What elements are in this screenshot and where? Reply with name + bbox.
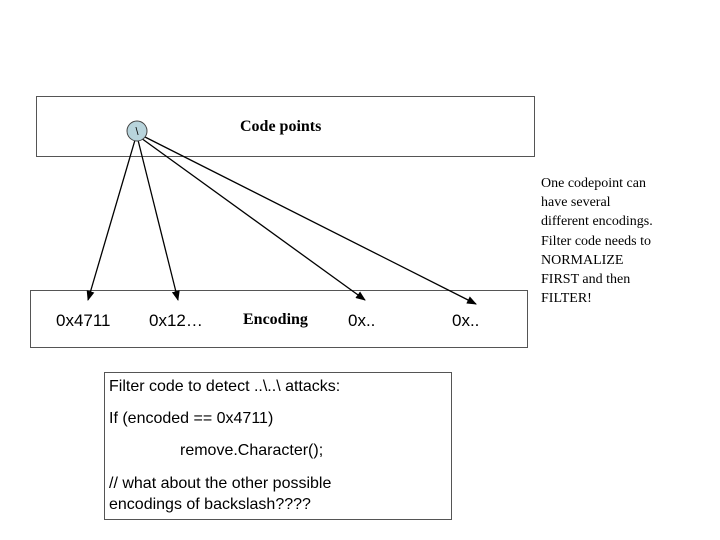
code-points-box bbox=[36, 96, 535, 157]
note-line: have several bbox=[541, 195, 611, 211]
arrow-to-0x4711 bbox=[86, 139, 136, 301]
code-points-title: Code points bbox=[240, 118, 322, 135]
encoding-box bbox=[30, 290, 528, 348]
arrow-to-0x-fourth bbox=[142, 135, 477, 305]
explanation-note: One codepoint can have several different… bbox=[541, 174, 681, 308]
note-line: NORMALIZE bbox=[541, 252, 624, 268]
note-line: FIRST and then bbox=[541, 272, 631, 288]
arrow-to-0x12 bbox=[137, 139, 180, 301]
note-line: FILTER! bbox=[541, 291, 592, 307]
filter-heading: Filter code to detect ..\..\ attacks: bbox=[109, 378, 341, 395]
arrow-to-0x-third bbox=[140, 137, 366, 301]
encoding-value-third: 0x.. bbox=[348, 311, 376, 330]
encoding-value-0x4711: 0x4711 bbox=[56, 311, 111, 330]
encoding-value-fourth: 0x.. bbox=[452, 311, 480, 330]
code-point-node-label: \ bbox=[135, 126, 139, 138]
filter-condition: If (encoded == 0x4711) bbox=[109, 410, 274, 427]
encoding-title: Encoding bbox=[243, 311, 308, 328]
filter-comment-line2: encodings of backslash???? bbox=[109, 496, 311, 513]
filter-comment-line1: // what about the other possible bbox=[109, 475, 332, 492]
note-line: Filter code needs to bbox=[541, 233, 652, 249]
note-line: different encodings. bbox=[541, 214, 653, 230]
filter-action: remove.Character(); bbox=[180, 442, 324, 459]
filter-code-box bbox=[104, 372, 452, 520]
code-point-node bbox=[126, 120, 148, 142]
encoding-value-0x12: 0x12… bbox=[149, 311, 203, 330]
note-line: One codepoint can bbox=[541, 176, 646, 191]
